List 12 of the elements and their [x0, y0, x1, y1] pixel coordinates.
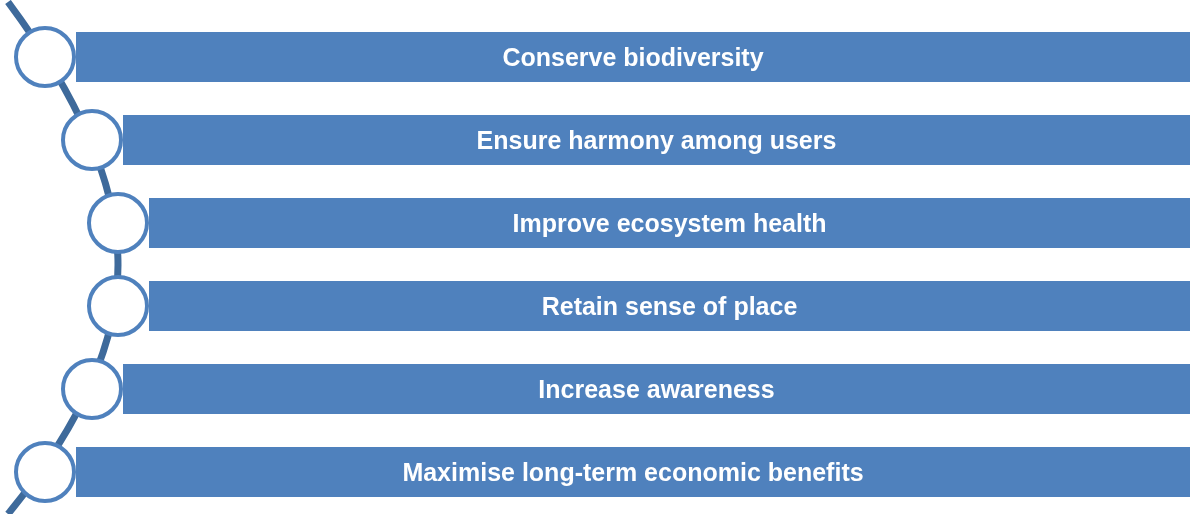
- goal-label: Improve ecosystem health: [512, 208, 827, 238]
- goal-bar: [76, 447, 1190, 497]
- goal-bar: [149, 198, 1190, 248]
- goal-label: Ensure harmony among users: [476, 125, 837, 155]
- goal-bar: [123, 364, 1190, 414]
- goal-label: Maximise long-term economic benefits: [402, 457, 864, 487]
- goal-label: Increase awareness: [538, 374, 775, 404]
- goal-label: Conserve biodiversity: [502, 42, 764, 72]
- goal-bar: [149, 281, 1190, 331]
- goal-bar: [76, 32, 1190, 82]
- goal-bar: [123, 115, 1190, 165]
- goal-label: Retain sense of place: [541, 291, 798, 321]
